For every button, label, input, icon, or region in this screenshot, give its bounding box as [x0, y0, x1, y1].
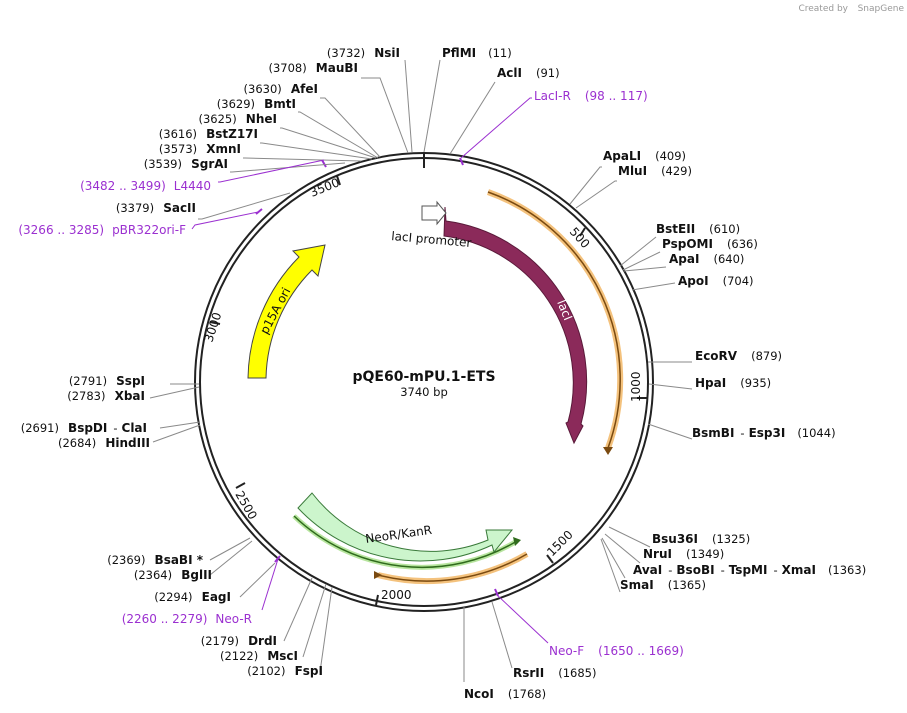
svg-text:(3629) BmtI: (3629) BmtI: [217, 93, 296, 112]
tick-mark-2000: [375, 594, 379, 606]
svg-text:ApaI(640): ApaI(640): [669, 252, 744, 266]
enzyme-labels: (3732) NsiI (3708) MauBI (3630) AfeI (36…: [21, 42, 866, 701]
laci-promoter-label: lacI promoter: [391, 229, 472, 250]
svg-text:ApoI(704): ApoI(704): [678, 274, 754, 288]
scale-ticks: [209, 175, 647, 606]
p15a-ori-feature[interactable]: [247, 244, 326, 379]
laci-promoter-arrow[interactable]: [421, 200, 447, 226]
svg-text:(2364) BglII: (2364) BglII: [134, 564, 212, 583]
tick-label-1500: 1500: [544, 528, 575, 559]
orange-arcs: [374, 189, 624, 585]
enzyme-leaders: [149, 59, 693, 682]
tick-mark-2500: [235, 482, 246, 489]
svg-text:(2684) HindIII: (2684) HindIII: [58, 432, 150, 451]
svg-text:(3539) SgrAI: (3539) SgrAI: [144, 153, 228, 172]
svg-text:BsmBI-Esp3I(1044): BsmBI-Esp3I(1044): [692, 426, 836, 440]
svg-text:(3482 .. 3499)L4440: (3482 .. 3499)L4440: [80, 179, 211, 193]
tick-mark-3000: [209, 321, 221, 325]
svg-text:NruI(1349): NruI(1349): [643, 547, 724, 561]
svg-text:(2369) BsaBI *: (2369) BsaBI *: [107, 549, 204, 568]
svg-text:ApaLI(409): ApaLI(409): [603, 149, 686, 163]
svg-text:(3732) NsiI: (3732) NsiI: [327, 42, 400, 61]
svg-text:Neo-F(1650 .. 1669): Neo-F(1650 .. 1669): [549, 644, 684, 658]
svg-text:(3708) MauBI: (3708) MauBI: [268, 57, 358, 76]
svg-text:(2791) SspI: (2791) SspI: [69, 370, 145, 389]
neo-kanr-feature[interactable]: [297, 492, 514, 562]
svg-text:BstEII(610): BstEII(610): [656, 222, 740, 236]
laci-feature[interactable]: [443, 206, 588, 445]
svg-text:(3616) BstZ17I: (3616) BstZ17I: [159, 123, 258, 142]
svg-text:(2294) EagI: (2294) EagI: [154, 586, 231, 605]
svg-text:PflMI(11): PflMI(11): [442, 46, 512, 60]
primer-labels: LacI-R(98 .. 117) (3482 .. 3499)L4440 (3…: [18, 89, 684, 658]
tick-label-3500: 3500: [308, 175, 342, 199]
svg-text:PspOMI(636): PspOMI(636): [662, 237, 758, 251]
svg-text:(2783) XbaI: (2783) XbaI: [67, 385, 145, 404]
plasmid-name: pQE60-mPU.1-ETS: [352, 369, 495, 385]
svg-text:(2179) DrdI: (2179) DrdI: [201, 630, 277, 649]
svg-text:LacI-R(98 .. 117): LacI-R(98 .. 117): [534, 89, 648, 103]
svg-text:(2122) MscI: (2122) MscI: [220, 645, 298, 664]
credit-prefix: Created by: [798, 4, 848, 14]
svg-text:AclI(91): AclI(91): [497, 66, 560, 80]
svg-text:(3266 .. 3285)pBR322ori-F: (3266 .. 3285)pBR322ori-F: [18, 223, 186, 237]
svg-text:(2102) FspI: (2102) FspI: [247, 660, 323, 679]
svg-text:MluI(429): MluI(429): [618, 164, 692, 178]
svg-text:(3573) XmnI: (3573) XmnI: [159, 138, 241, 157]
svg-text:AvaI-BsoBI-TspMI-XmaI(1363): AvaI-BsoBI-TspMI-XmaI(1363): [633, 563, 866, 577]
plasmid-size: 3740 bp: [400, 385, 448, 399]
snapgene-brand: SnapGene: [858, 4, 905, 14]
svg-text:SmaI(1365): SmaI(1365): [620, 578, 706, 592]
svg-text:RsrII(1685): RsrII(1685): [513, 666, 596, 680]
svg-text:Bsu36I(1325): Bsu36I(1325): [652, 532, 750, 546]
svg-text:(3630) AfeI: (3630) AfeI: [244, 78, 318, 97]
svg-text:(3625) NheI: (3625) NheI: [198, 108, 277, 127]
tick-mark-1500: [546, 554, 554, 564]
svg-text:(3379) SacII: (3379) SacII: [116, 197, 196, 216]
tick-mark-3500: [336, 175, 341, 186]
primer-leaders: [191, 97, 549, 644]
tick-label-1000: 1000: [629, 371, 643, 402]
svg-text:(2260 .. 2279)Neo-R: (2260 .. 2279)Neo-R: [122, 612, 252, 626]
neo-kanr-label: NeoR/KanR: [364, 523, 432, 546]
svg-text:EcoRV(879): EcoRV(879): [695, 349, 782, 363]
svg-text:(2691) BspDI-ClaI: (2691) BspDI-ClaI: [21, 417, 147, 436]
svg-text:HpaI(935): HpaI(935): [695, 376, 771, 390]
svg-text:NcoI(1768): NcoI(1768): [464, 687, 546, 701]
tick-label-2000: 2000: [381, 588, 412, 602]
tick-mark-500: [579, 227, 586, 237]
